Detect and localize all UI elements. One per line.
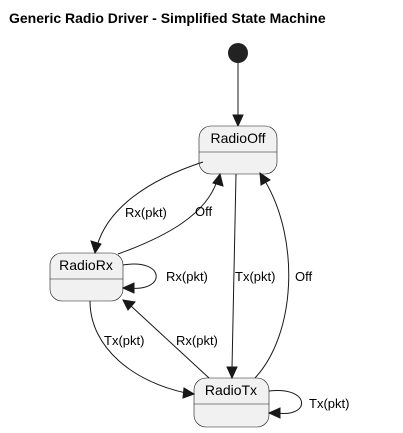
edge-radiotx-to-radiooff	[254, 180, 290, 379]
edge-label-radiooff-to-radiorx: Rx(pkt)	[125, 205, 167, 220]
edge-label-radiotx-to-radiorx: Rx(pkt)	[176, 333, 218, 348]
edge-radiotx-self	[268, 389, 303, 415]
arrowhead-initial	[232, 114, 244, 128]
arrowhead-radiorx-to-radiooff	[212, 172, 224, 187]
arrowhead-radiooff-to-radiorx	[90, 240, 102, 255]
edge-radiotx-to-radiorx	[130, 305, 210, 379]
edge-radiorx-to-radiooff	[117, 180, 218, 255]
edge-label-radiorx-to-radiotx: Tx(pkt)	[104, 333, 144, 348]
edge-label-radiotx-to-radiooff: Off	[295, 269, 312, 284]
state-radiorx-label: RadioRx	[59, 257, 113, 273]
diagram-title: Generic Radio Driver - Simplified State …	[9, 10, 326, 26]
edge-radiorx-to-radiotx	[89, 300, 187, 394]
arrowhead-radiotx-self	[267, 407, 281, 419]
state-radiorx-box	[49, 252, 124, 302]
state-radiotx: RadioTx	[193, 377, 270, 428]
edge-radiorx-self	[122, 263, 157, 289]
edge-radiooff-to-radiotx	[231, 173, 237, 369]
state-radiooff-box	[198, 125, 278, 175]
edge-label-radiooff-to-radiotx: Tx(pkt)	[235, 269, 275, 284]
edge-label-radiorx-self: Rx(pkt)	[166, 269, 208, 284]
initial-state-marker	[228, 43, 248, 63]
arrowhead-radiorx-to-radiotx	[182, 387, 196, 399]
arrowhead-radiotx-to-radiooff	[259, 171, 271, 186]
state-radiooff-label: RadioOff	[211, 130, 266, 146]
edge-radiooff-to-radiorx	[96, 161, 204, 247]
arrowhead-radiorx-self	[121, 282, 135, 294]
state-radiooff: RadioOff	[198, 125, 278, 175]
state-radiotx-label: RadioTx	[205, 382, 257, 398]
arrowhead-radiooff-to-radiotx	[226, 366, 238, 380]
arrowhead-radiotx-to-radiorx	[122, 299, 136, 311]
edge-label-radiotx-self: Tx(pkt)	[309, 396, 349, 411]
state-radiorx: RadioRx	[49, 252, 124, 302]
edge-label-radiorx-to-radiooff: Off	[195, 204, 212, 219]
